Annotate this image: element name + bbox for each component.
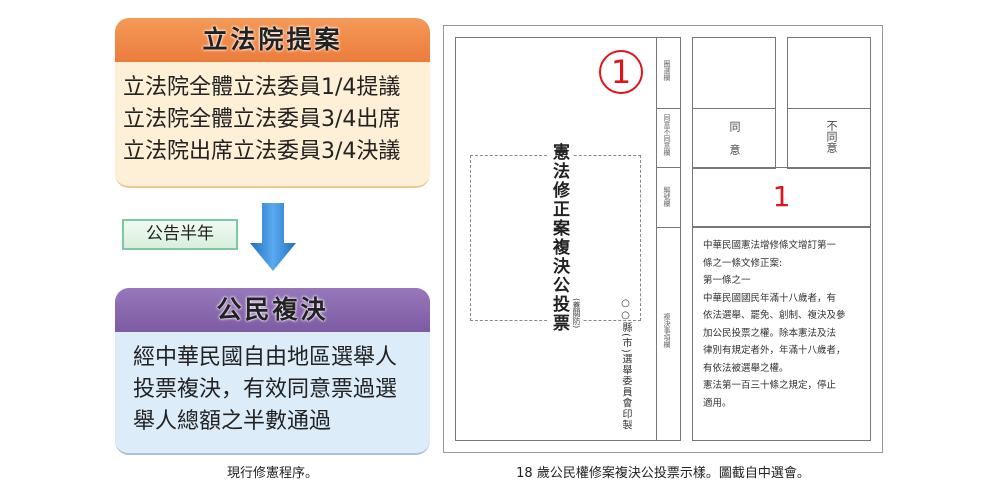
number-box: 1 <box>692 167 871 228</box>
disagree-box[interactable] <box>787 37 871 169</box>
step1-line: 立法院全體立法委員1/4提議 <box>123 75 401 100</box>
text-line: 有依法被選舉之權。 <box>703 362 789 374</box>
flow-caption: 現行修憲程序。 <box>226 466 318 481</box>
text-line: 中華民國國民年滿十八歲者，有 <box>703 292 837 304</box>
step1-line: 立法院出席立法委員3/4決議 <box>123 139 401 164</box>
step2-line: 舉人總額之半數通過 <box>133 409 332 434</box>
step2-header: 公民複決 <box>115 288 430 332</box>
step2-line: 經中華民國自由地區選舉人 <box>133 345 398 370</box>
circled-number: 1 <box>599 50 643 94</box>
text-line: 加公民投票之權。除本憲法及法 <box>703 327 837 339</box>
agree-box[interactable] <box>692 37 776 169</box>
text-line: 第一條之一 <box>703 275 751 286</box>
anti-forgery-label: (蓋關防) <box>571 298 582 329</box>
text-line: 條之一條文修正案: <box>703 257 783 269</box>
text-line: 依法選舉、罷免、創制、複決及參 <box>703 310 846 321</box>
step1-line: 立法院全體立法委員3/4出席 <box>123 107 401 132</box>
step1-header: 立法院提案 <box>115 18 430 62</box>
ballot-frame <box>443 25 883 453</box>
referendum-text: 中華民國憲法增修條文增訂第一 條之一條文修正案: 第一條之一 中華民國國民年滿十… <box>692 226 871 441</box>
disagree-label: 不同意 <box>825 120 838 153</box>
col-label: 複決事項欄 <box>663 313 671 348</box>
text-line: 適用。 <box>703 397 732 409</box>
agree-label: 同意 <box>728 121 741 167</box>
step2-line: 投票複決，有效同意票過選 <box>133 377 398 402</box>
col-label: 圈選欄 <box>663 60 671 81</box>
label-column <box>656 37 681 441</box>
ballot-caption: 18 歲公民權修案複決公投票示樣。圖截自中選會。 <box>516 466 810 481</box>
text-line: 中華民國憲法增修條文增訂第一 <box>703 240 837 251</box>
ballot-title: 憲法修正案複決公投票 <box>547 143 572 333</box>
col-label: 同意不同意欄 <box>663 114 671 156</box>
text-line: 律別有規定者外，年滿十八歲者， <box>703 345 846 356</box>
issuer-label: ○○縣(市)選舉委員會印製 <box>620 298 631 431</box>
transition-label: 公告半年 <box>122 219 238 250</box>
text-line: 憲法第一百三十條之規定，停止 <box>703 380 837 391</box>
down-arrow-icon <box>250 203 296 271</box>
step2-body: 經中華民國自由地區選舉人 投票複決，有效同意票過選 舉人總額之半數通過 <box>115 332 430 455</box>
step1-body: 立法院全體立法委員1/4提議 立法院全體立法委員3/4出席 立法院出席立法委員3… <box>115 62 430 188</box>
col-label: 編號欄 <box>663 186 671 207</box>
